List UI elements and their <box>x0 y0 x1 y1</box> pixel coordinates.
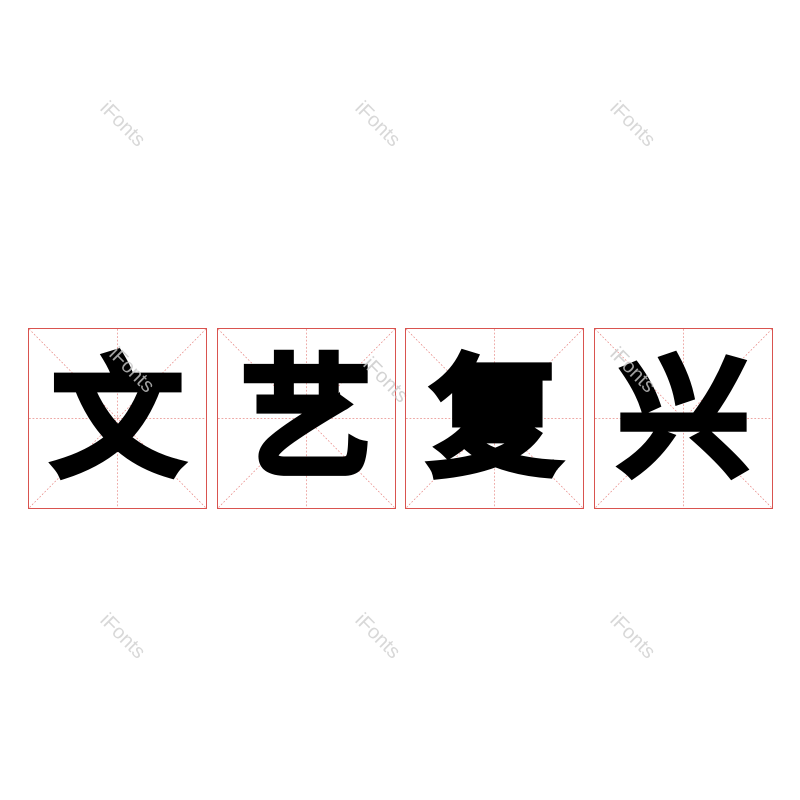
mi-grid-lines <box>595 329 772 508</box>
watermark: iFonts <box>95 609 150 664</box>
character-glyph: 复 <box>426 342 562 495</box>
character-grid-box: 复 <box>405 328 584 509</box>
watermark: iFonts <box>350 97 405 152</box>
character-grid-box: 文 iFonts <box>28 328 207 509</box>
mi-grid-lines <box>406 329 583 508</box>
character-glyph: 文 <box>49 342 185 495</box>
character-grid-box: 兴 iFonts <box>594 328 773 509</box>
character-glyph: 艺 <box>238 342 374 495</box>
watermark: iFonts <box>350 609 405 664</box>
mi-grid-lines <box>218 329 395 508</box>
character-glyph: 兴 <box>615 342 751 495</box>
watermark: iFonts <box>95 97 150 152</box>
mi-grid-lines <box>29 329 206 508</box>
watermark: iFonts <box>605 97 660 152</box>
watermark: iFonts <box>605 609 660 664</box>
character-grid-box: 艺 iFonts <box>217 328 413 509</box>
